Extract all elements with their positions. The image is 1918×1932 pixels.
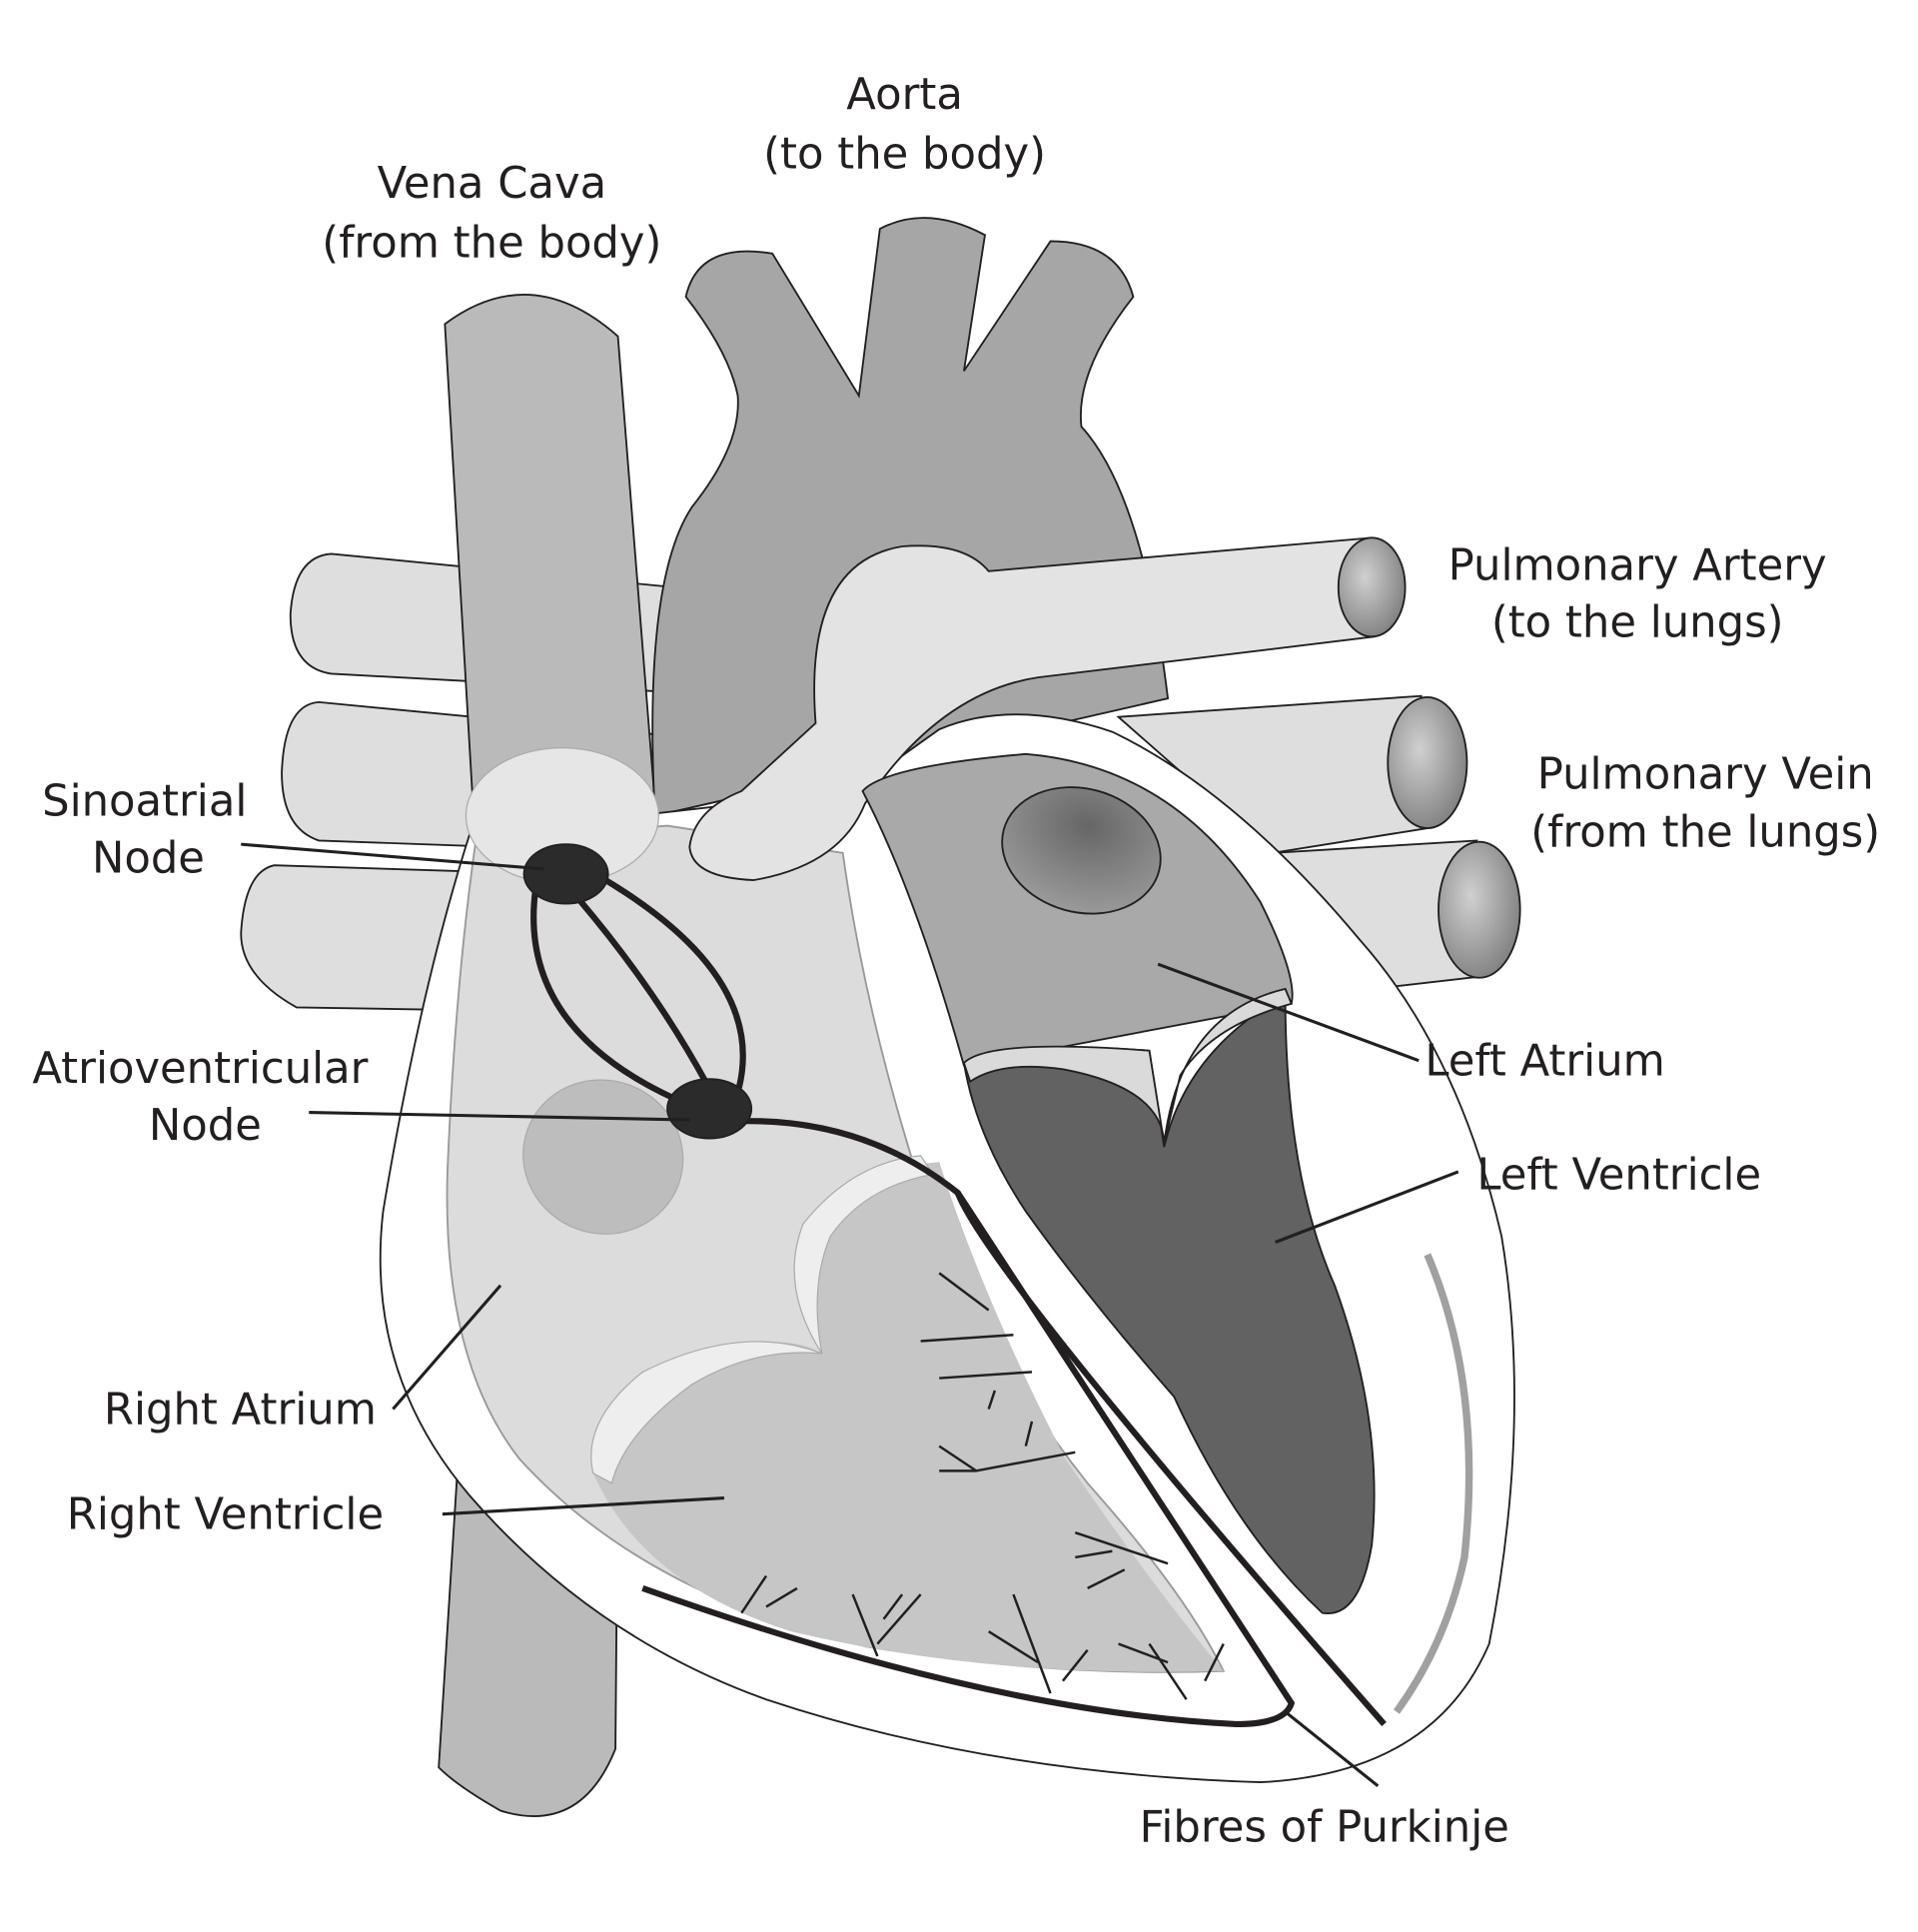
pulmonary-artery xyxy=(688,536,1376,881)
leader-lines xyxy=(241,842,1459,1788)
left-ventricle-label: Left Ventricle xyxy=(1476,1150,1761,1200)
vena-cava-label: Vena Cava(from the body) xyxy=(322,159,661,268)
pulmonary-vein-label: Pulmonary Vein(from the lungs) xyxy=(1530,749,1880,857)
right-ventricle-label: Right Ventricle xyxy=(67,1490,384,1540)
right-atrium-label: Right Atrium xyxy=(104,1385,377,1435)
left-atrium-label: Left Atrium xyxy=(1425,1036,1664,1086)
pulmonary-artery-label: Pulmonary Artery(to the lungs) xyxy=(1448,540,1827,647)
sinoatrial-node xyxy=(522,843,609,905)
purkinje-label: Fibres of Purkinje xyxy=(1140,1802,1509,1852)
right-pulmonary-veins xyxy=(1116,694,1521,994)
atrioventricular-node xyxy=(666,1078,753,1140)
vena-cava-upper xyxy=(444,294,656,855)
aorta-label: Aorta(to the body) xyxy=(763,70,1046,179)
conduction-pathways xyxy=(530,877,1387,1728)
left-ventricle xyxy=(962,993,1376,1615)
purkinje-fibres xyxy=(740,1272,1225,1700)
right-ventricle xyxy=(592,1162,1224,1672)
